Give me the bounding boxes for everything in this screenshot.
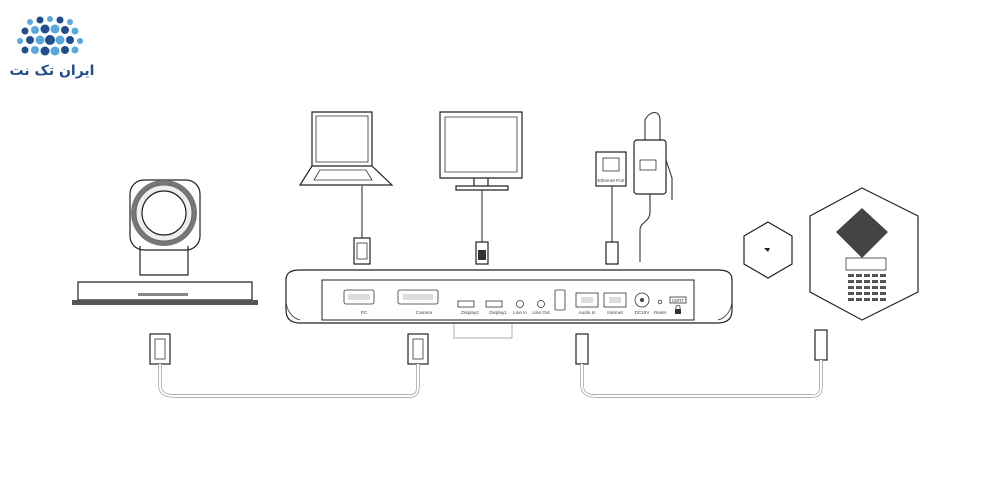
vga-connector-top-icon <box>353 237 371 265</box>
dc-port-label: DC19V <box>635 310 651 315</box>
cert-label: CERT <box>672 298 685 303</box>
monitor-icon <box>439 111 523 191</box>
camera-port[interactable] <box>397 289 439 305</box>
camera-icon <box>72 179 258 305</box>
internet-port[interactable] <box>603 292 627 308</box>
codec-unit: PC Camera Display2 Display1 Line In Line… <box>285 269 733 324</box>
hdmi-connector-top-icon <box>475 241 489 265</box>
audio-in-port[interactable] <box>575 292 599 308</box>
pc-port-label: PC <box>361 310 368 315</box>
line-out-port[interactable] <box>537 300 545 308</box>
logo-text: ایران تک نت <box>10 63 95 79</box>
camera-port-label: Camera <box>416 310 433 315</box>
expansion-mic-icon <box>743 221 793 279</box>
laptop-icon <box>298 111 394 186</box>
display2-port[interactable] <box>457 300 475 308</box>
internet-port-label: Internet <box>607 310 623 315</box>
dc-power-port[interactable] <box>634 292 650 308</box>
audio-in-port-label: Audio In <box>579 310 596 315</box>
line-in-port[interactable] <box>516 300 524 308</box>
line-in-port-label: Line In <box>513 310 527 315</box>
display1-port-label: Display1 <box>489 310 507 315</box>
lock-icon <box>675 305 681 314</box>
display1-port[interactable] <box>485 300 503 308</box>
svg-text:Ethernet Port: Ethernet Port <box>597 178 625 183</box>
camera-cable <box>149 333 429 398</box>
cert-label-box: CERT <box>669 296 687 304</box>
logo-dots-icon <box>17 16 83 56</box>
rj45-top-icon <box>605 241 619 265</box>
power-adapter-icon <box>633 111 673 262</box>
phone-cable <box>575 329 828 398</box>
display2-port-label: Display2 <box>461 310 479 315</box>
conference-phone-icon <box>809 187 919 321</box>
reset-button[interactable] <box>657 299 663 305</box>
line-out-port-label: Line Out <box>532 310 550 315</box>
iran-tak-net-logo: ایران تک نت <box>10 16 95 79</box>
usb-port[interactable] <box>554 289 566 311</box>
pc-port[interactable] <box>343 289 375 305</box>
wall-jack-icon: Ethernet Port <box>595 151 627 187</box>
reset-label: Reset <box>654 310 667 315</box>
